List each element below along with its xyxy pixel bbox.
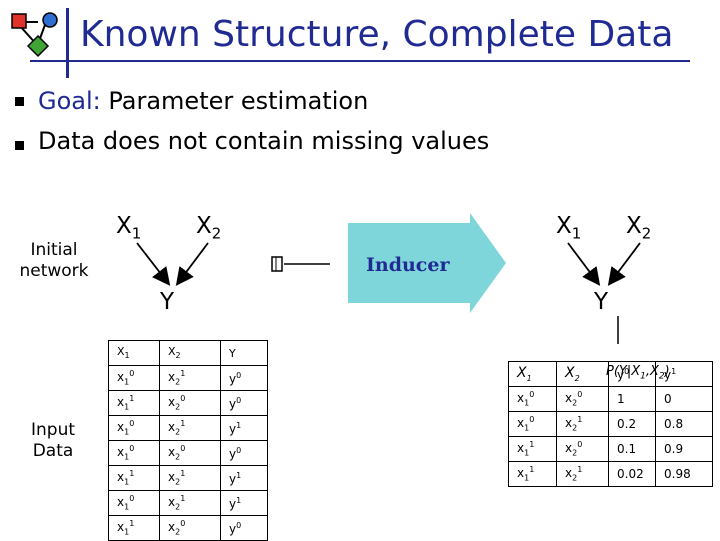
table-cell: x10 [108,365,160,391]
table-cell: x20 [159,390,221,416]
table-cell: x20 [556,386,609,412]
table-cell: y0 [220,365,268,391]
node-x1: X1 [556,213,582,243]
node-x2: X2 [196,213,222,243]
table-cell: x10 [508,411,557,437]
column-header: X1 [508,361,557,387]
column-header: y0 [608,361,656,387]
table-cell: x11 [508,461,557,487]
table-cell: x21 [159,465,221,491]
column-header: y1 [655,361,713,387]
column-header: X2 [556,361,609,387]
table-cell: x10 [508,386,557,412]
table-cell: x11 [108,390,160,416]
table-cell: x20 [159,440,221,466]
inducer-arrow [271,213,506,313]
column-header: X1 [108,340,160,366]
node-y: Y [160,289,175,315]
bullet-marker [15,141,24,150]
node-y: Y [594,289,609,315]
table-cell: y0 [220,515,268,541]
table-cell: 1 [608,386,656,412]
column-header: Y [220,340,268,366]
bullet-goal: Goal: Parameter estimation [38,87,368,115]
table-cell: x21 [556,411,609,437]
table-cell: x10 [108,415,160,441]
slide-title: Known Structure, Complete Data [80,14,674,55]
node-x2: X2 [626,213,652,243]
table-cell: x11 [108,515,160,541]
inducer-label: Inducer [366,254,450,276]
table-cell: 0.2 [608,411,656,437]
table-cell: x20 [159,515,221,541]
initial-network-label: Initial network [19,240,89,281]
table-cell: y1 [220,490,268,516]
table-cell: x10 [108,490,160,516]
goal-label: Goal: [38,87,101,115]
table-cell: 0.1 [608,436,656,462]
table-cell: x21 [556,461,609,487]
table-cell: x11 [108,465,160,491]
title-underline [30,60,690,62]
bullet-marker [15,97,24,106]
table-cell: x21 [159,415,221,441]
table-cell: 0.02 [608,461,656,487]
table-cell: y1 [220,465,268,491]
table-cell: x11 [508,436,557,462]
table-cell: y0 [220,440,268,466]
column-header: X2 [159,340,221,366]
bullet-data: Data does not contain missing values [38,127,490,155]
table-cell: x21 [159,490,221,516]
table-cell: x10 [108,440,160,466]
table-cell: x20 [556,436,609,462]
node-x1: X1 [116,213,142,243]
table-cell: x21 [159,365,221,391]
table-cell: 0.8 [655,411,713,437]
table-cell: 0.9 [655,436,713,462]
table-cell: 0 [655,386,713,412]
input-data-label: Input Data [30,420,76,461]
table-cell: 0.98 [655,461,713,487]
title-vertical-rule [66,8,69,78]
logo-icon [11,12,58,58]
table-cell: y1 [220,415,268,441]
goal-text: Parameter estimation [100,87,369,115]
table-cell: y0 [220,390,268,416]
